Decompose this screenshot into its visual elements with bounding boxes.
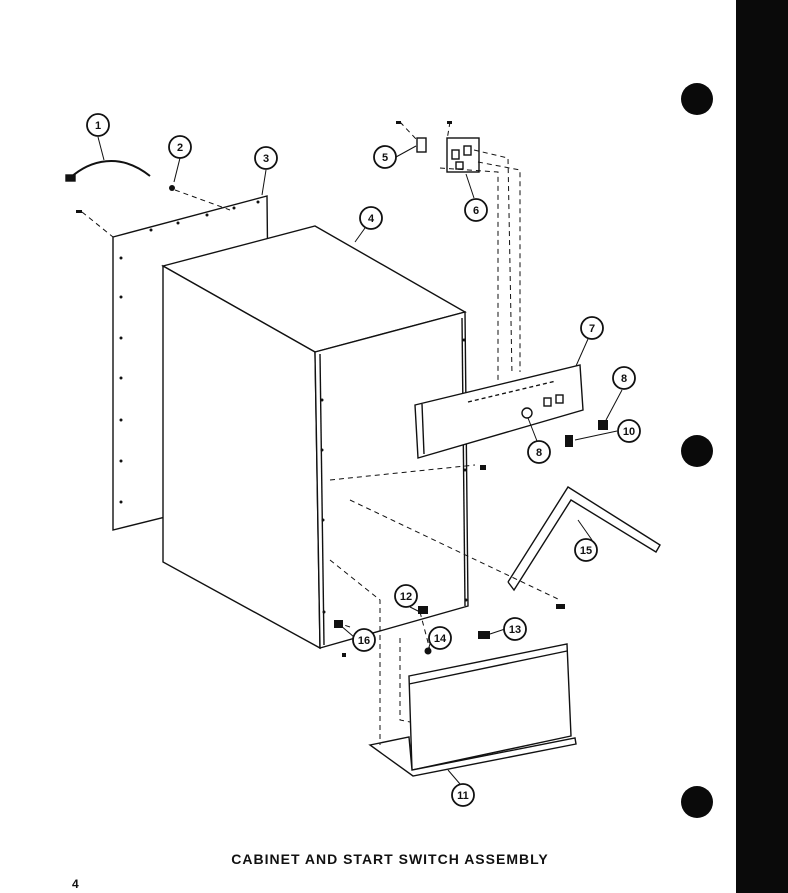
hardware-pieces — [76, 121, 608, 657]
lower-panel — [368, 643, 577, 777]
start-switch — [446, 137, 480, 173]
callout-13: 13 — [503, 617, 527, 641]
callout-8-top: 8 — [612, 366, 636, 390]
callout-15: 15 — [574, 538, 598, 562]
svg-text:3: 3 — [263, 153, 269, 165]
callout-12: 12 — [394, 584, 418, 608]
svg-text:6: 6 — [473, 205, 479, 217]
binder-hole — [681, 83, 713, 115]
callout-6: 6 — [464, 198, 488, 222]
cabinet-body — [161, 225, 469, 650]
svg-text:7: 7 — [589, 323, 595, 335]
callout-14: 14 — [428, 626, 452, 650]
callout-leaders — [97, 136, 623, 785]
scanned-page-edge — [736, 0, 788, 893]
svg-text:5: 5 — [382, 152, 388, 164]
callout-1: 1 — [86, 113, 110, 137]
angle-brace — [507, 486, 661, 592]
svg-text:1: 1 — [95, 120, 101, 132]
callout-3: 3 — [254, 146, 278, 170]
binder-hole — [681, 786, 713, 818]
svg-text:14: 14 — [434, 633, 447, 645]
diagram-caption: CABINET AND START SWITCH ASSEMBLY — [231, 851, 549, 867]
svg-text:8: 8 — [621, 373, 627, 385]
page-number: 4 — [72, 877, 79, 891]
svg-text:11: 11 — [457, 790, 469, 802]
binder-hole — [681, 435, 713, 467]
callout-7: 7 — [580, 316, 604, 340]
assembly-leader-lines — [81, 121, 561, 745]
power-cord — [65, 160, 151, 182]
svg-text:4: 4 — [368, 213, 375, 225]
svg-text:16: 16 — [358, 635, 370, 647]
callout-2: 2 — [168, 135, 192, 159]
callout-8-knob: 8 — [527, 440, 551, 464]
switch-bracket — [416, 137, 427, 153]
svg-text:12: 12 — [400, 591, 412, 603]
callout-5: 5 — [373, 145, 397, 169]
control-panel — [414, 364, 584, 459]
svg-text:8: 8 — [536, 447, 542, 459]
callout-11: 11 — [451, 783, 475, 807]
callout-markers: 1 2 3 4 5 6 7 8 8 10 11 12 13 14 15 16 — [86, 113, 641, 807]
svg-text:13: 13 — [509, 624, 521, 636]
svg-text:15: 15 — [580, 545, 592, 557]
svg-text:10: 10 — [623, 426, 635, 438]
callout-16: 16 — [352, 628, 376, 652]
callout-4: 4 — [359, 206, 383, 230]
svg-text:2: 2 — [177, 142, 183, 154]
callout-10: 10 — [617, 419, 641, 443]
